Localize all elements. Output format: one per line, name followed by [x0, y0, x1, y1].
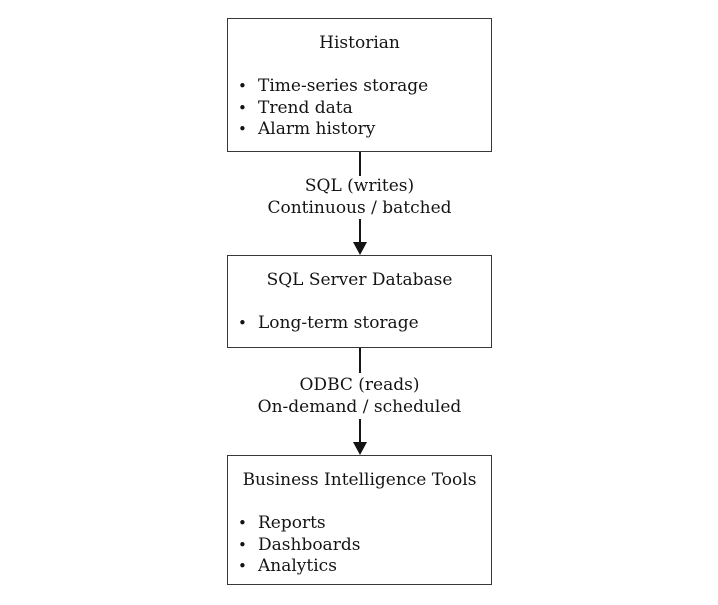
node-title: Historian	[319, 33, 400, 53]
node-title: Business Intelligence Tools	[242, 470, 477, 490]
list-item-text: Reports	[258, 513, 326, 533]
connector-line-bottom	[359, 419, 361, 443]
list-item: • Analytics	[228, 556, 491, 578]
connector-label-line: SQL (writes)	[304, 176, 415, 196]
list-item-text: Alarm history	[258, 119, 376, 139]
list-item-text: Long-term storage	[258, 313, 419, 333]
list-item: • Long-term storage	[228, 313, 491, 335]
node-historian: Historian • Time-series storage • Trend …	[227, 18, 492, 152]
connector-line-top	[359, 348, 361, 373]
node-list: • Time-series storage • Trend data • Ala…	[228, 76, 491, 141]
connector-label: ODBC (reads) On-demand / scheduled	[227, 375, 492, 418]
list-item-text: Analytics	[258, 556, 337, 576]
bullet-icon: •	[238, 314, 247, 332]
node-list: • Long-term storage	[228, 313, 491, 335]
bullet-icon: •	[238, 77, 247, 95]
list-item: • Trend data	[228, 98, 491, 120]
list-item-text: Trend data	[258, 97, 353, 118]
node-business-intelligence-tools: Business Intelligence Tools • Reports • …	[227, 455, 492, 585]
bullet-icon: •	[238, 514, 247, 532]
bullet-icon: •	[238, 557, 247, 575]
connector-label-line: Continuous / batched	[267, 197, 452, 218]
connector-label: SQL (writes) Continuous / batched	[227, 176, 492, 219]
connector-line-bottom	[359, 219, 361, 243]
connector-label-line: On-demand / scheduled	[257, 396, 462, 417]
bullet-icon: •	[238, 535, 247, 554]
list-item: • Alarm history	[228, 119, 491, 141]
list-item-text: Dashboards	[258, 534, 361, 555]
node-sql-server-database: SQL Server Database • Long-term storage	[227, 255, 492, 348]
node-list: • Reports • Dashboards • Analytics	[228, 513, 491, 578]
list-item: • Time-series storage	[228, 76, 491, 98]
list-item: • Reports	[228, 513, 491, 535]
bullet-icon: •	[238, 98, 247, 117]
connector-label-line: ODBC (reads)	[299, 375, 420, 395]
list-item: • Dashboards	[228, 535, 491, 557]
node-title: SQL Server Database	[266, 270, 453, 290]
arrow-down-icon	[352, 242, 367, 255]
list-item-text: Time-series storage	[258, 76, 429, 96]
bullet-icon: •	[238, 120, 247, 138]
arrow-down-icon	[352, 442, 367, 455]
connector-line-top	[359, 152, 361, 176]
